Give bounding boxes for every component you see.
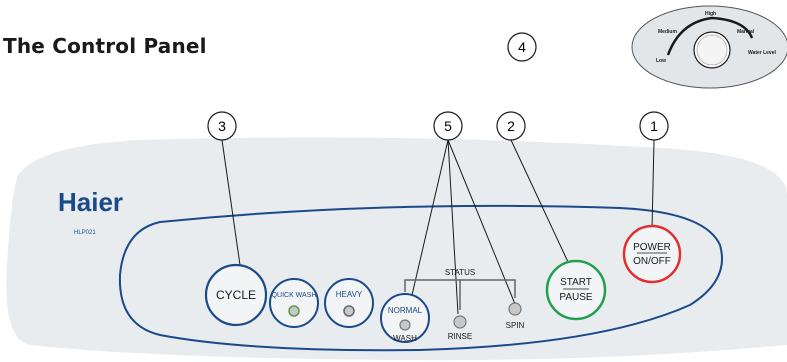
callout-4: 4	[507, 32, 537, 62]
svg-text:1: 1	[650, 118, 658, 134]
normal-button[interactable]: NORMAL WASH	[380, 293, 430, 343]
svg-text:2: 2	[507, 118, 515, 134]
callout-1: 1	[639, 111, 669, 141]
spin-indicator: SPIN	[506, 302, 525, 330]
status-bracket	[404, 279, 516, 310]
power-button[interactable]: POWER ON/OFF	[622, 224, 682, 284]
spin-label: SPIN	[506, 321, 525, 330]
normal-label: NORMAL	[388, 306, 423, 315]
cycle-button[interactable]: CYCLE	[204, 263, 268, 327]
dial-label-medium: Medium	[658, 29, 677, 35]
svg-text:4: 4	[518, 39, 526, 55]
dial-label-low: Low	[656, 58, 666, 64]
model-number: HLP021	[74, 230, 96, 236]
svg-text:3: 3	[218, 118, 226, 134]
dial-label-manual: Manual	[737, 29, 755, 35]
start-pause-button[interactable]: START PAUSE	[545, 259, 607, 321]
wash-led	[399, 319, 411, 331]
svg-text:5: 5	[444, 118, 452, 134]
dial-label-water-level: Water Level	[748, 50, 776, 56]
brand-logo: Haier	[58, 187, 123, 217]
callout-5: 5	[433, 111, 463, 141]
heavy-label: HEAVY	[336, 290, 363, 299]
heavy-button[interactable]: HEAVY	[324, 278, 374, 328]
quick-wash-label: QUICK WASH	[272, 292, 317, 299]
page-title: The Control Panel	[3, 34, 207, 58]
on-off-label: ON/OFF	[633, 256, 671, 267]
heavy-led	[343, 305, 355, 317]
pause-label: PAUSE	[559, 292, 592, 303]
callout-3: 3	[207, 111, 237, 141]
cycle-label: CYCLE	[216, 288, 256, 302]
quick-wash-led	[288, 305, 300, 317]
dial-label-high: High	[705, 11, 716, 17]
rinse-label: RINSE	[448, 332, 472, 341]
power-label: POWER	[633, 242, 671, 253]
status-label: STATUS	[445, 268, 475, 277]
quick-wash-button[interactable]: QUICK WASH	[269, 278, 319, 328]
control-outline	[118, 204, 723, 352]
rinse-indicator: RINSE	[448, 315, 472, 341]
water-level-dial: Low Medium High Manual Water Level	[631, 5, 787, 89]
wash-label: WASH	[393, 334, 417, 343]
start-label: START	[560, 277, 592, 288]
callout-2: 2	[496, 111, 526, 141]
callout-lines	[221, 139, 655, 315]
